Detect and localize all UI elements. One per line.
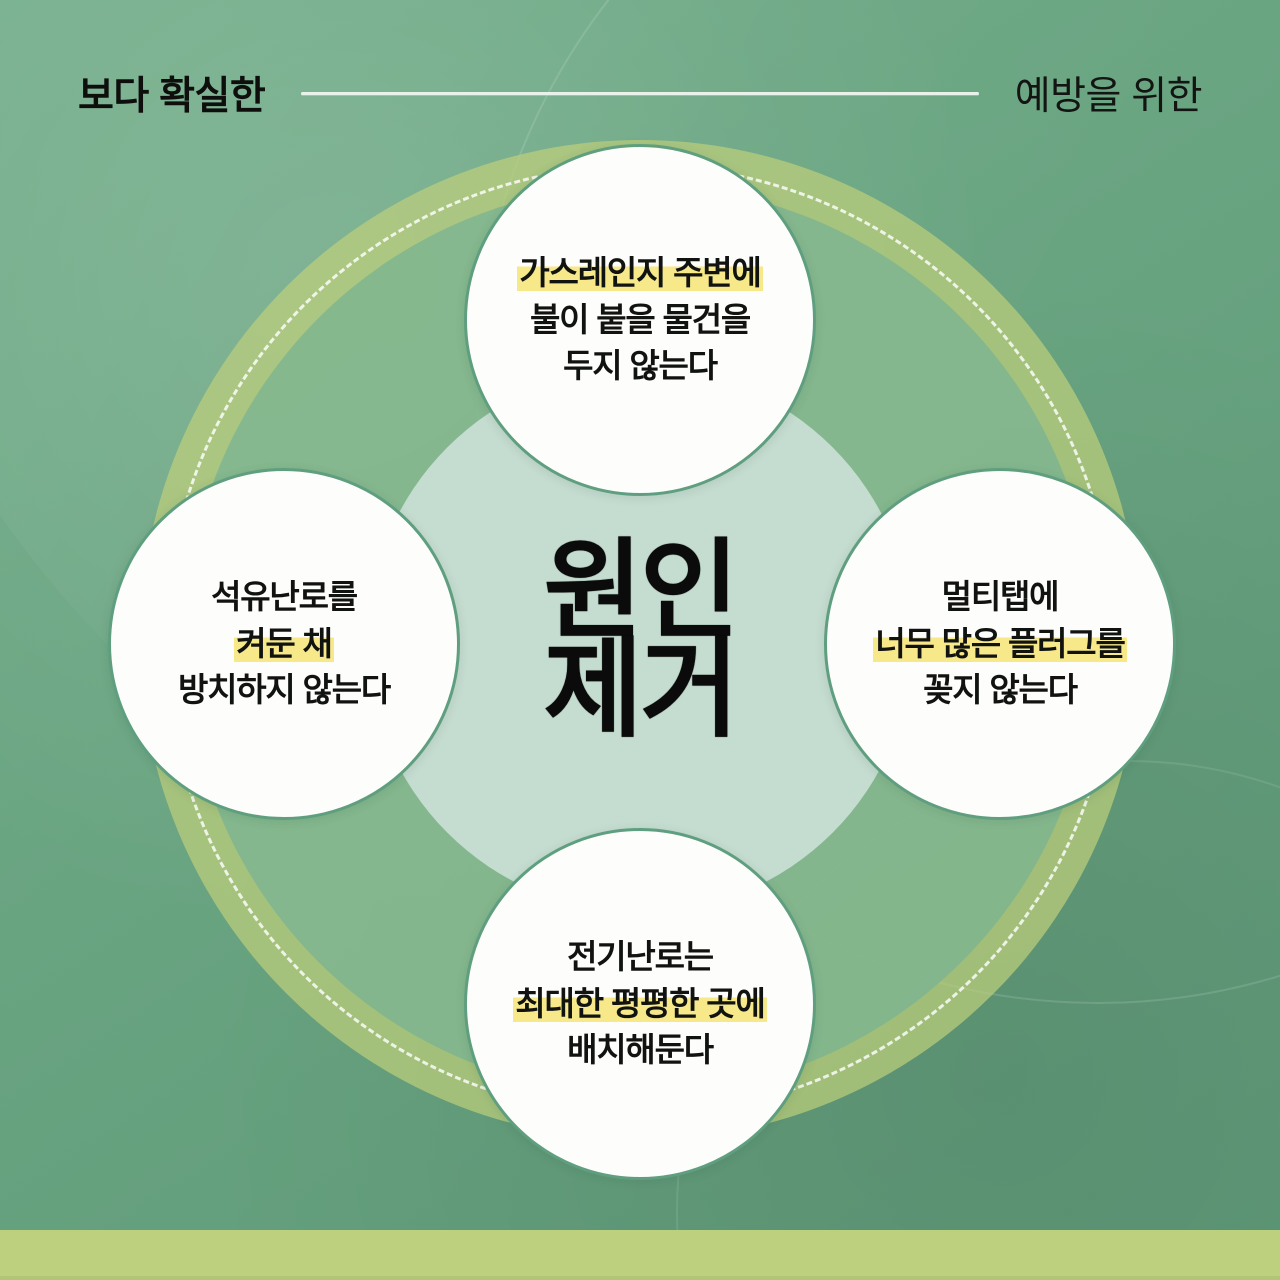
petal-circle-left[interactable]: 석유난로를 켜둔 채 방치하지 않는다 [108,468,460,820]
petal-left-text: 석유난로를 켜둔 채 방치하지 않는다 [168,574,400,715]
petal-top-line-3: 두지 않는다 [563,347,718,385]
bottom-color-strip [0,1230,1280,1280]
petal-left-line-3: 방치하지 않는다 [177,671,391,709]
petal-left-line-1: 석유난로를 [211,577,358,615]
petal-left-line-2: 켜둔 채 [234,624,334,662]
header-divider-line [301,91,979,95]
petal-top-line-1: 가스레인지 주변에 [517,253,763,291]
petal-right-line-2: 너무 많은 플러그를 [873,624,1127,662]
petal-bottom-line-1: 전기난로는 [567,937,714,975]
header: 보다 확실한 예방을 위한 [0,62,1280,124]
petal-circle-top[interactable]: 가스레인지 주변에 불이 붙을 물건을 두지 않는다 [464,144,816,496]
petal-right-line-1: 멀티탭에 [941,577,1060,615]
petal-right-line-3: 꽂지 않는다 [923,671,1078,709]
petal-top-line-2: 불이 붙을 물건을 [529,300,751,338]
petal-right-text: 멀티탭에 너무 많은 플러그를 꽂지 않는다 [863,574,1136,715]
petal-circle-right[interactable]: 멀티탭에 너무 많은 플러그를 꽂지 않는다 [824,468,1176,820]
petal-bottom-line-2: 최대한 평평한 곳에 [513,984,767,1022]
petal-bottom-line-3: 배치해둔다 [567,1031,714,1069]
header-left-text: 보다 확실한 [78,75,266,118]
petal-top-text: 가스레인지 주변에 불이 붙을 물건을 두지 않는다 [507,250,772,391]
petal-bottom-text: 전기난로는 최대한 평평한 곳에 배치해둔다 [503,934,776,1075]
header-right-text: 예방을 위한 [1014,75,1203,118]
petal-circle-bottom[interactable]: 전기난로는 최대한 평평한 곳에 배치해둔다 [464,828,816,1180]
